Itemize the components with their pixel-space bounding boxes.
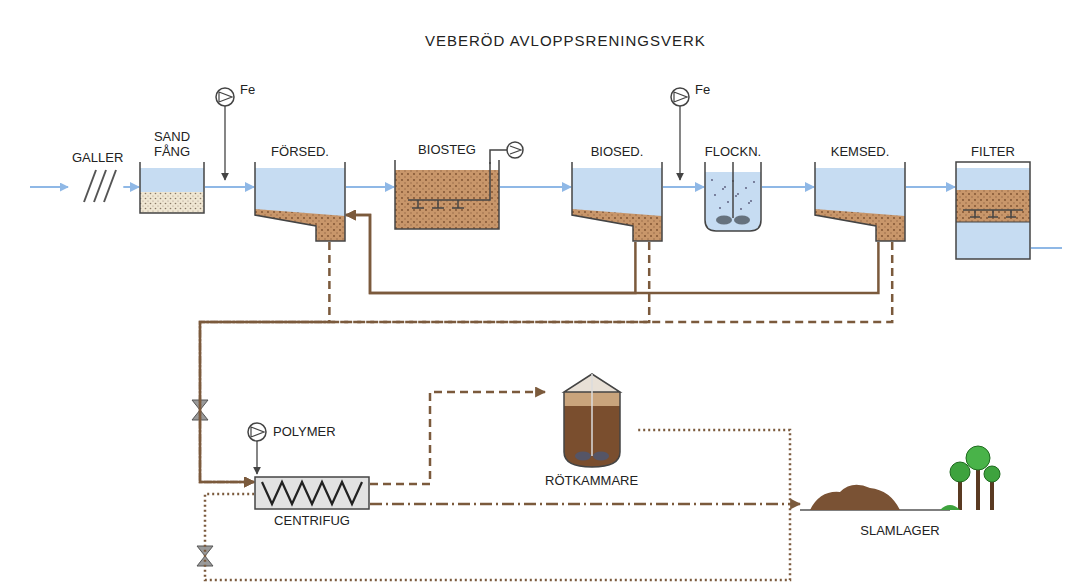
digester: RÖTKAMMARE <box>545 372 638 488</box>
aeration-tank: BIOSTEG <box>394 142 500 230</box>
diagram-title: VEBERÖD AVLOPPSRENINGSVERK <box>425 32 706 49</box>
water-flow-arrow <box>762 186 814 188</box>
outflow-arrow <box>1031 247 1062 249</box>
sludge-storage-drawing <box>800 440 1000 520</box>
settling-tank-drawing <box>814 162 906 242</box>
unit-label: BIOSED. <box>591 144 644 159</box>
sludge-line <box>370 392 545 484</box>
sludge-line <box>200 242 329 482</box>
unit-label: SLAMLAGER <box>860 523 939 538</box>
flocculation-tank: FLOCKN. <box>704 144 762 232</box>
chemical-label: POLYMER <box>273 424 336 439</box>
sludge-storage: SLAMLAGER <box>800 440 1000 538</box>
centrifuge-drawing <box>254 476 370 510</box>
grit-chamber: SAND FÅNG <box>139 129 205 214</box>
unit-label: RÖTKAMMARE <box>545 473 638 488</box>
water-flow-arrow <box>205 186 254 188</box>
digester-drawing <box>562 372 622 470</box>
unit-label: BIOSTEG <box>418 142 476 157</box>
dosing-pump <box>671 88 689 180</box>
inflow-arrow <box>30 186 68 188</box>
sludge-line <box>200 242 892 482</box>
water-flow-arrow <box>346 186 394 188</box>
grit-chamber-drawing <box>139 162 205 214</box>
unit-label: FLOCKN. <box>705 144 761 159</box>
settling-tank-drawing <box>571 162 663 242</box>
water-flow-arrow <box>663 186 704 188</box>
dosing-pump <box>248 423 266 474</box>
water-flow-arrow <box>123 186 139 188</box>
water-flow-arrow <box>500 186 571 188</box>
chemical-label: Fe <box>240 82 255 97</box>
centrifuge: CENTRIFUG <box>254 476 370 528</box>
settling-tank: KEMSED. <box>814 144 906 242</box>
dosing-pump <box>216 88 234 180</box>
unit-label: FÖRSED. <box>271 144 329 159</box>
unit-label: SAND FÅNG <box>150 129 194 159</box>
chemical-label: Fe <box>695 82 710 97</box>
aeration-tank-drawing <box>394 160 500 230</box>
water-flow-arrow <box>906 186 955 188</box>
settling-tank-drawing <box>254 162 346 242</box>
flocculation-tank-drawing <box>704 162 762 232</box>
unit-label: GALLER <box>72 150 123 165</box>
settling-tank: FÖRSED. <box>254 144 346 242</box>
screen: GALLER <box>72 150 123 204</box>
sand-filter-drawing <box>955 162 1031 260</box>
sludge-line <box>370 503 800 506</box>
settling-tank: BIOSED. <box>571 144 663 242</box>
unit-label: FILTER <box>971 144 1015 159</box>
unit-label: KEMSED. <box>831 144 890 159</box>
sludge-line <box>200 242 649 482</box>
screen-drawing <box>78 168 118 204</box>
unit-label: CENTRIFUG <box>274 513 350 528</box>
blower-symbol <box>490 142 523 164</box>
sand-filter: FILTER <box>955 144 1031 260</box>
